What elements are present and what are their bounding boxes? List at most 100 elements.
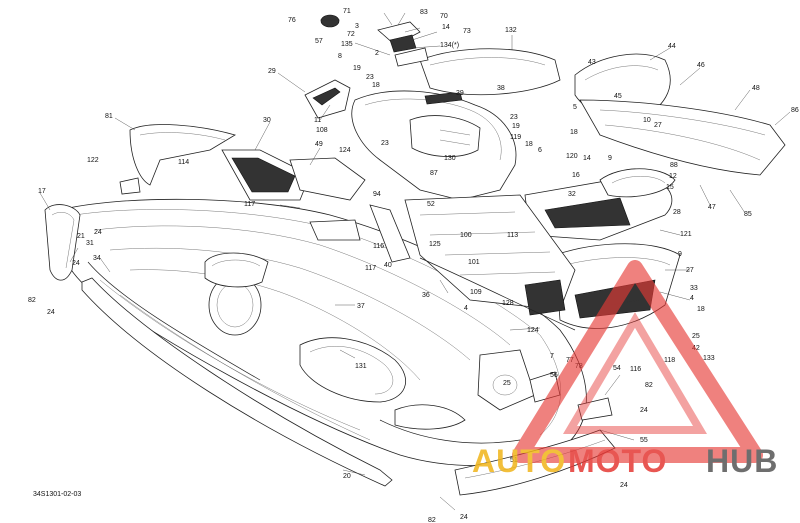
label-14: 14	[442, 24, 450, 31]
label-94: 94	[373, 191, 381, 198]
trim-116	[309, 219, 361, 241]
label-4a: 4	[690, 295, 694, 302]
label-128: 128	[502, 300, 514, 307]
label-15: 15	[666, 184, 674, 191]
label-18a: 18	[372, 82, 380, 89]
front-bumper	[44, 204, 81, 281]
label-76: 76	[288, 17, 296, 24]
label-125: 125	[429, 241, 441, 248]
seat-rear-46	[579, 99, 786, 176]
label-82a: 82	[28, 297, 36, 304]
label-28: 28	[673, 209, 681, 216]
label-14b: 14	[583, 155, 591, 162]
label-19b: 19	[512, 123, 520, 130]
label-82b: 82	[645, 382, 653, 389]
label-44: 44	[668, 43, 676, 50]
label-18b: 18	[570, 129, 578, 136]
leader-lines	[39, 12, 791, 511]
rub-strip-36	[419, 257, 576, 331]
label-52: 52	[427, 201, 435, 208]
label-23c: 23	[381, 140, 389, 147]
label-54: 54	[613, 365, 621, 372]
label-47: 47	[708, 204, 716, 211]
upper-console	[351, 90, 517, 201]
label-51: 51	[510, 457, 518, 464]
label-81: 81	[105, 113, 113, 120]
label-24d: 24	[640, 407, 648, 414]
label-38: 38	[497, 85, 505, 92]
watermark-auto: AUTO	[472, 443, 566, 479]
label-118: 118	[664, 357, 675, 364]
label-27a: 27	[654, 122, 662, 129]
label-120: 120	[566, 153, 578, 160]
reference-code: 34S1301-02-03	[33, 491, 81, 498]
label-29: 29	[268, 68, 276, 75]
label-55: 55	[640, 437, 648, 444]
label-3: 3	[355, 23, 359, 30]
knob-76	[320, 14, 340, 28]
label-24e: 24	[620, 482, 628, 489]
label-73: 73	[463, 28, 471, 35]
label-17: 17	[38, 188, 46, 195]
side-strake-20	[81, 277, 393, 487]
label-46: 46	[697, 62, 705, 69]
label-119: 119	[510, 134, 521, 141]
label-36: 36	[422, 292, 430, 299]
label-16: 16	[572, 172, 580, 179]
label-56: 56	[550, 372, 558, 379]
watermark: AUTO MOTO HUB	[472, 260, 778, 479]
label-135: 135	[341, 41, 353, 48]
label-109: 109	[470, 289, 482, 296]
label-24a: 24	[94, 229, 102, 236]
label-72: 72	[347, 31, 355, 38]
label-132: 132	[505, 27, 517, 34]
label-33: 33	[690, 285, 698, 292]
console-cover-132	[419, 48, 561, 96]
label-134: 134(*)	[440, 42, 459, 49]
label-18c: 18	[525, 141, 533, 148]
label-116b: 116	[630, 366, 641, 373]
trim-strip	[369, 204, 411, 263]
panel-122	[119, 177, 141, 195]
label-2: 2	[375, 50, 379, 57]
watermark-hub: HUB	[706, 443, 778, 479]
label-48: 48	[752, 85, 760, 92]
side-panel-49	[289, 157, 366, 201]
side-fairing	[577, 397, 613, 421]
label-24b: 24	[72, 260, 80, 267]
label-71: 71	[343, 8, 351, 15]
label-11: 11	[314, 117, 321, 124]
label-122: 122	[87, 157, 99, 164]
label-24f: 24	[460, 514, 468, 521]
label-124b: 124	[527, 327, 539, 334]
label-39: 39	[456, 90, 464, 97]
label-9a: 9	[608, 155, 612, 162]
label-27b: 27	[686, 267, 694, 274]
label-4b: 4	[464, 305, 468, 312]
label-30: 30	[263, 117, 271, 124]
label-21: 21	[77, 233, 85, 240]
label-24c: 24	[47, 309, 55, 316]
label-116a: 116	[373, 243, 384, 250]
label-25a: 25	[692, 333, 700, 340]
label-130: 130	[444, 155, 456, 162]
label-18d: 18	[697, 306, 705, 313]
label-100: 100	[460, 232, 472, 239]
label-19a: 19	[353, 65, 361, 72]
label-85: 85	[744, 211, 752, 218]
label-12: 12	[669, 173, 677, 180]
label-121: 121	[680, 231, 692, 238]
label-86: 86	[791, 107, 799, 114]
label-88: 88	[670, 162, 678, 169]
label-117b: 117	[365, 265, 376, 272]
label-25b: 25	[503, 380, 511, 387]
label-124a: 124	[339, 147, 351, 154]
handlebar-cluster	[377, 21, 429, 67]
label-10: 10	[643, 117, 651, 124]
label-23b: 23	[510, 114, 518, 121]
label-57: 57	[315, 38, 323, 45]
label-131: 131	[355, 363, 367, 370]
label-43: 43	[588, 59, 596, 66]
label-23a: 23	[366, 74, 374, 81]
